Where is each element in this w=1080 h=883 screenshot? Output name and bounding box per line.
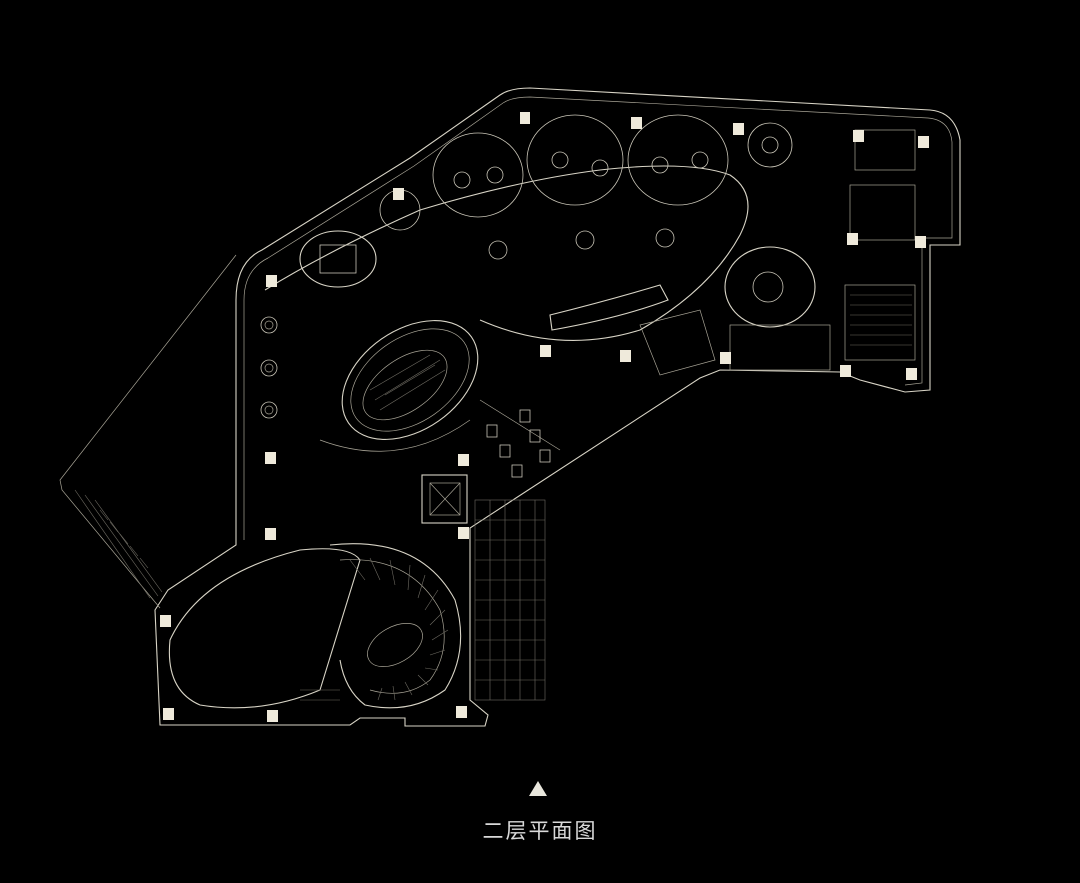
lower-oval-hall — [168, 543, 462, 709]
structural-columns — [160, 112, 929, 722]
west-planters — [260, 316, 278, 419]
building-outline — [59, 87, 961, 727]
lounge-area — [264, 114, 793, 341]
east-rooms — [639, 129, 916, 376]
elevator-core — [421, 474, 468, 524]
drawing-caption: 二层平面图 — [482, 819, 598, 843]
central-ellipse-feature — [319, 320, 479, 452]
north-arrow-icon — [529, 781, 547, 796]
office-desks — [479, 399, 561, 478]
